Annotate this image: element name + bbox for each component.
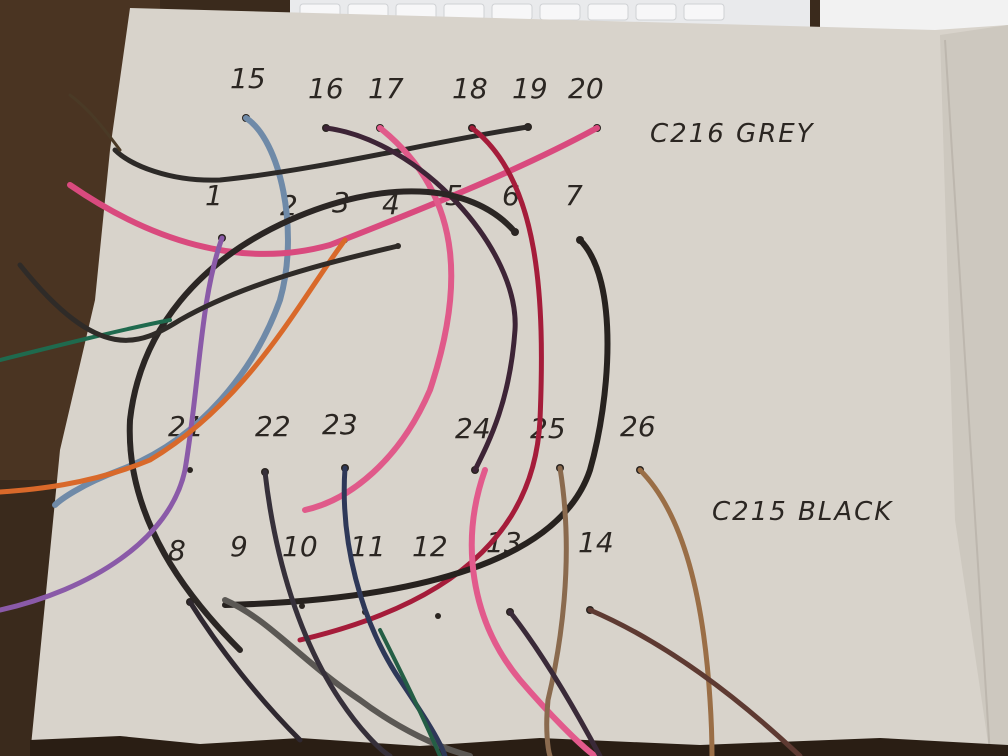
- pin-label-20: 20: [568, 72, 604, 105]
- pin-label-23: 23: [322, 408, 358, 441]
- wire-black-loop: [126, 188, 518, 653]
- cardboard-board: [30, 8, 1008, 756]
- wire-maroon: [587, 607, 803, 756]
- wire-brown-26: [637, 467, 715, 756]
- board-torn-bottom: [30, 736, 1008, 756]
- wire-green: [0, 318, 172, 362]
- wire-dark-22: [262, 469, 393, 756]
- wire-navy: [341, 465, 448, 756]
- pin-label-9: 9: [230, 530, 248, 563]
- pin-label-26: 26: [620, 410, 656, 443]
- wire-dark-purple-13: [507, 609, 603, 756]
- wire-green-bottom: [378, 628, 442, 756]
- board-fold: [940, 25, 1008, 756]
- wire-pink-top: [67, 125, 600, 257]
- pin-label-22: 22: [255, 410, 291, 443]
- pin-label-19: 19: [512, 72, 548, 105]
- wire-dark-8: [187, 599, 303, 743]
- pin-label-25: 25: [530, 412, 566, 445]
- pin-label-7: 7: [565, 179, 583, 212]
- pin-label-24: 24: [455, 412, 491, 445]
- pin-label-15: 15: [230, 62, 266, 95]
- pin-label-14: 14: [578, 526, 614, 559]
- wire-purple: [323, 125, 518, 473]
- board-crease: [944, 39, 991, 756]
- pin-label-12: 12: [412, 530, 448, 563]
- pin-label-10: 10: [282, 530, 318, 563]
- wire-black-4: [17, 243, 401, 343]
- wire-blue: [52, 115, 291, 508]
- pin-label-16: 16: [308, 72, 344, 105]
- wire-bundle: [0, 93, 803, 756]
- pin-label-8: 8: [168, 534, 186, 567]
- wire-brown-25: [544, 465, 569, 756]
- wire-orange: [0, 237, 348, 495]
- pin-label-1: 1: [205, 179, 223, 212]
- wire-violet: [0, 235, 225, 613]
- pin-label-11: 11: [350, 530, 386, 563]
- wire-black-19: [112, 124, 531, 183]
- pin-label-4: 4: [382, 188, 400, 221]
- wire-stub-left: [68, 93, 122, 152]
- pin-label-18: 18: [452, 72, 488, 105]
- wire-red: [297, 125, 544, 643]
- wire-pink-bottom: [468, 467, 598, 756]
- wire-black-7: [222, 237, 611, 608]
- pin-label-17: 17: [368, 72, 404, 105]
- connector-label-c215: C215 BLACK: [712, 497, 893, 527]
- connector-label-c216: C216 GREY: [650, 119, 815, 149]
